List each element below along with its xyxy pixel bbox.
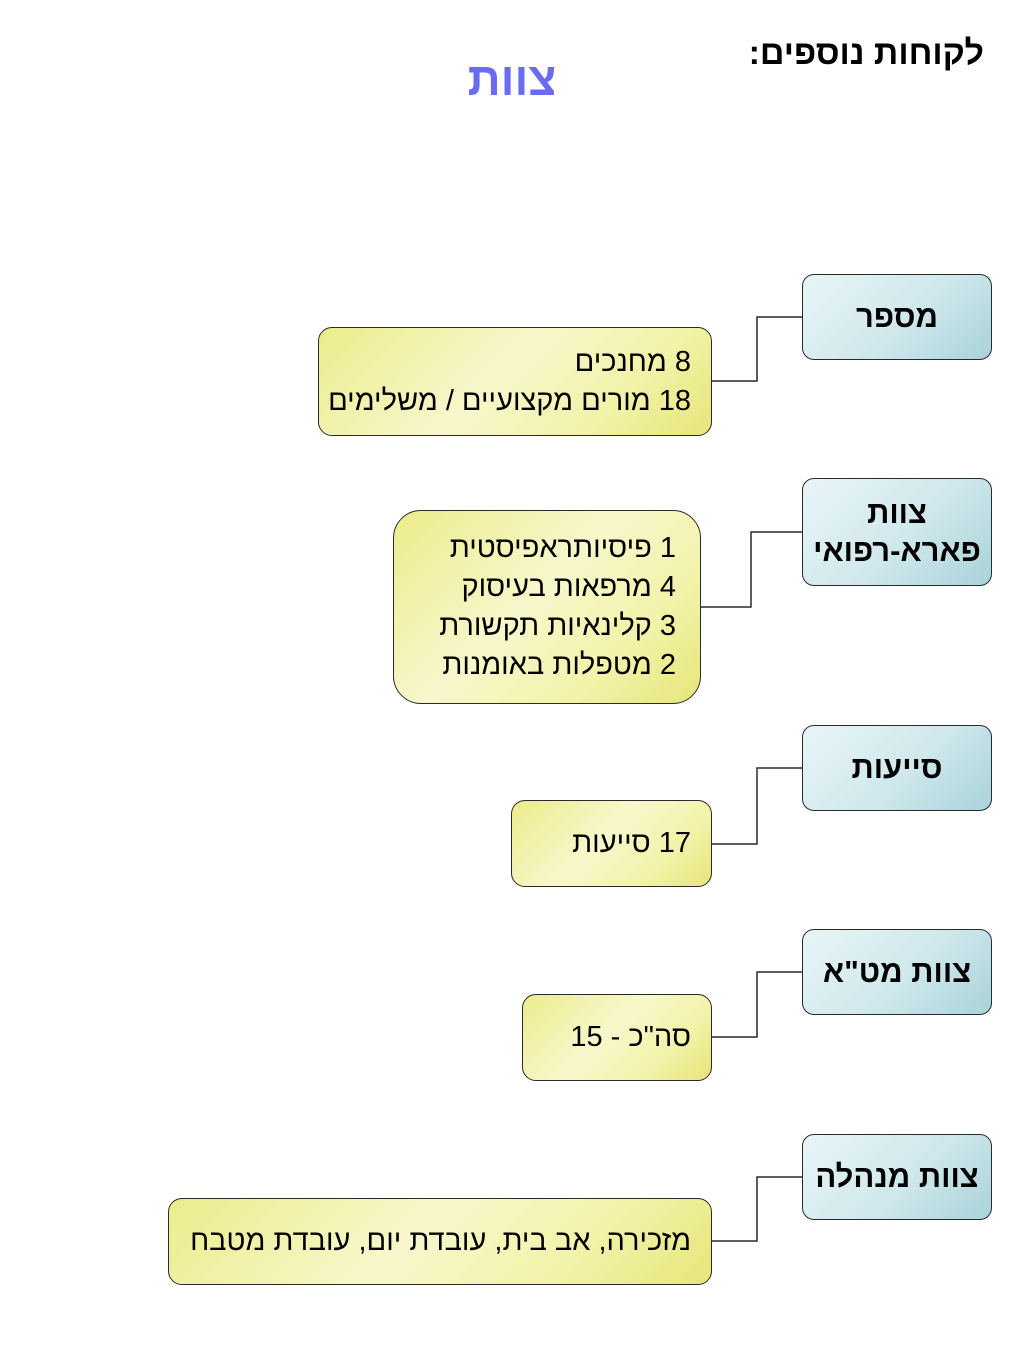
corner-title: לקוחות נוספים: [748, 34, 984, 72]
detail-line: 4 מרפאות בעיסוק [461, 571, 676, 603]
category-label: צוות מט"א [822, 954, 972, 989]
category-label: צוות מנהלה [815, 1159, 979, 1194]
detail-line: סה"כ - 15 [570, 1021, 691, 1053]
category-box-admin-staff: צוות מנהלה [802, 1134, 992, 1220]
category-label: סייעות [851, 750, 943, 785]
detail-line: 3 קלינאיות תקשורת [439, 610, 676, 642]
detail-line: 2 מטפלות באומנות [442, 649, 676, 681]
connector-5 [711, 1176, 802, 1242]
category-box-number: מספר [802, 274, 992, 360]
category-label: פארא-רפואי [813, 533, 981, 568]
detail-box-number: 8 מחנכים 18 מורים מקצועיים / משלימים [318, 327, 712, 436]
detail-box-assistants: 17 סייעות [511, 800, 712, 887]
detail-box-mta-staff: סה"כ - 15 [522, 994, 712, 1081]
detail-line: 1 פיסיותראפיסטית [449, 532, 676, 564]
category-box-mta-staff: צוות מט"א [802, 929, 992, 1015]
detail-line: מזכירה, אב בית, עובדת יום, עובדת מטבח [190, 1225, 691, 1257]
category-box-assistants: סייעות [802, 725, 992, 811]
category-box-paramedical: צוות פארא-רפואי [802, 478, 992, 586]
connector-1 [711, 316, 802, 382]
category-label: צוות [867, 495, 927, 530]
page-title: צוות [467, 53, 557, 105]
detail-box-admin-staff: מזכירה, אב בית, עובדת יום, עובדת מטבח [168, 1198, 712, 1285]
detail-line: 8 מחנכים [574, 345, 691, 378]
detail-line: 17 סייעות [572, 827, 691, 859]
detail-box-paramedical: 1 פיסיותראפיסטית 4 מרפאות בעיסוק 3 קלינא… [393, 510, 701, 704]
connector-2 [700, 531, 802, 608]
category-label: מספר [856, 299, 938, 334]
connector-3 [711, 767, 802, 845]
connector-4 [711, 971, 802, 1038]
detail-line: 18 מורים מקצועיים / משלימים [328, 384, 691, 417]
